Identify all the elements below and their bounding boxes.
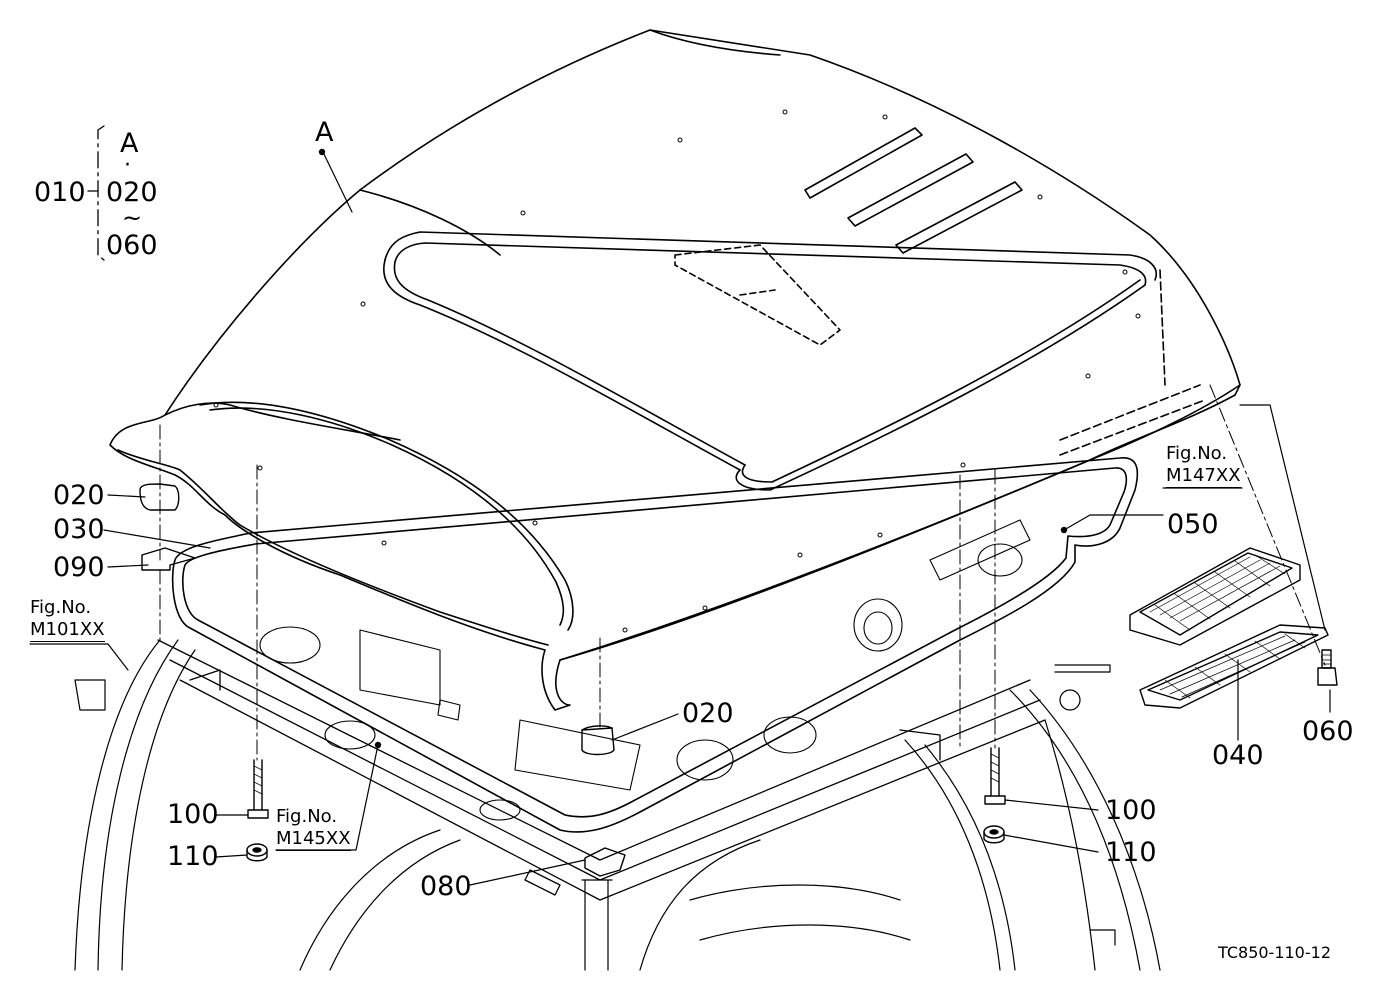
label-040: 040 [1212,740,1264,771]
label-bracket-dot: · [124,153,131,178]
label-bracket-A: A [120,128,139,159]
washer-110-left [247,844,267,861]
label-bracket-020: 020 [106,177,158,208]
bushing-020-left [140,484,179,510]
label-050: 050 [1167,509,1219,540]
figref-m147: Fig.No. M147XX [1166,443,1241,489]
label-A: A [315,117,334,148]
leader-lines [30,150,1330,885]
cab-frame [75,640,1160,970]
pad-080 [585,848,625,876]
document-id: TC850-110-12 [1218,943,1331,962]
figref-m101: Fig.No. M101XX [30,597,105,643]
label-090: 090 [53,552,105,583]
roof-shell-A [110,30,1240,710]
figref-m101-prefix: Fig.No. [30,597,92,618]
leader-dots [318,148,1068,749]
cab-interior [260,520,1030,820]
knob-060 [1318,650,1337,685]
label-100-right: 100 [1105,795,1157,826]
cover-040 [1140,625,1328,708]
figref-m145-prefix: Fig.No. [276,806,338,827]
label-bracket-tilde: ~ [122,204,143,232]
label-060: 060 [1302,716,1354,747]
bolt-100-right [985,748,1005,804]
label-020-left: 020 [53,480,105,511]
washer-110-right [984,826,1004,843]
filter-050 [1130,548,1300,645]
figref-m145: Fig.No. M145XX [276,806,351,852]
assembly-bracket [88,126,104,260]
label-110-right: 110 [1105,837,1157,868]
figref-m147-code: M147XX [1166,465,1241,489]
figref-m147-prefix: Fig.No. [1166,443,1228,464]
roof-seal-030 [173,458,1138,832]
label-080: 080 [420,871,472,902]
label-030: 030 [53,514,105,545]
frame-beams [158,640,1045,900]
pad-090 [142,548,195,570]
label-bracket-060: 060 [106,230,158,261]
label-020-center: 020 [682,698,734,729]
label-110-left: 110 [167,841,219,872]
figref-m101-code: M101XX [30,619,105,643]
label-010: 010 [34,177,86,208]
figref-m145-code: M145XX [276,828,351,852]
label-100-left: 100 [167,799,219,830]
centerlines [160,385,1325,760]
bolt-100-left [248,760,268,818]
bushing-020-center [582,726,614,755]
roof-holes [214,110,1140,632]
